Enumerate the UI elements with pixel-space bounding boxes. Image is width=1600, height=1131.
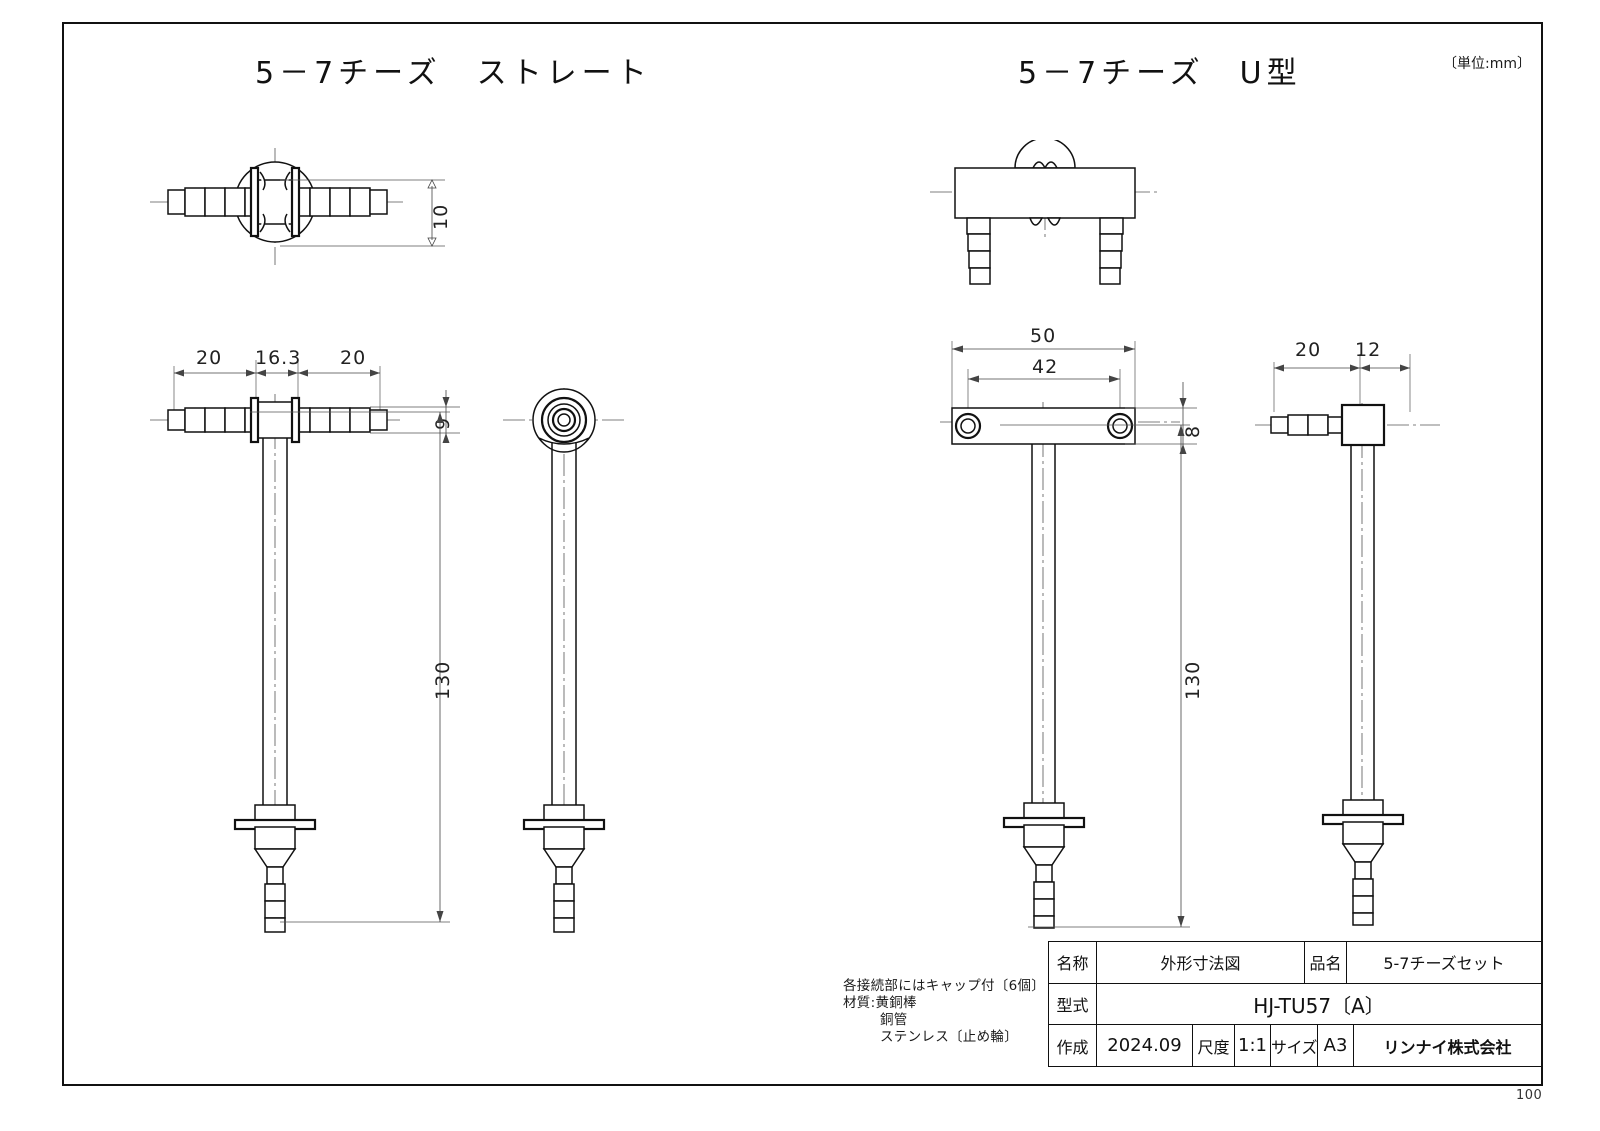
unit-note: 〔単位:mm〕: [1443, 56, 1531, 72]
right-front-view: [940, 402, 1180, 929]
dim-left-front-a: 20: [196, 347, 223, 369]
left-top-view: [150, 148, 405, 265]
dim-right-front-width: 50: [1030, 325, 1057, 347]
title-block: 名称 外形寸法図 品名 5-7チーズセット 型式 HJ-TU57〔A〕 作成 2…: [1048, 941, 1542, 1067]
right-view-title: 5－7チーズ U型: [1018, 56, 1302, 91]
note-line-1: 各接続部にはキャップ付〔6個〕: [843, 978, 1046, 994]
note-line-4: ステンレス〔止め輪〕: [880, 1029, 1018, 1045]
size-value: A3: [1318, 1025, 1355, 1067]
dim-right-front-hole-pitch: 42: [1032, 356, 1059, 378]
name-label: 名称: [1049, 942, 1097, 983]
left-view-title: 5－7チーズ ストレート: [255, 56, 652, 91]
left-front-view: [150, 394, 400, 933]
size-label: サイズ: [1271, 1025, 1319, 1067]
name-value: 外形寸法図: [1097, 942, 1305, 983]
title-block-row-model: 型式 HJ-TU57〔A〕: [1049, 983, 1541, 1026]
product-value: 5-7チーズセット: [1383, 954, 1505, 974]
scale-label: 尺度: [1193, 1025, 1235, 1067]
dim-left-top-height: 10: [430, 203, 452, 230]
model-label: 型式: [1049, 983, 1097, 1025]
created-value: 2024.09: [1097, 1025, 1193, 1067]
page-number: 100: [1516, 1088, 1543, 1103]
note-line-3: 銅管: [880, 1012, 908, 1028]
dim-left-front-c: 20: [340, 347, 367, 369]
model-value: HJ-TU57〔A〕: [1253, 993, 1385, 1018]
product-label: 品名: [1305, 942, 1347, 983]
drawing-frame: [62, 22, 1543, 1086]
dim-right-side-a: 20: [1295, 339, 1322, 361]
dim-left-front-length: 130: [432, 660, 454, 700]
right-top-view: [930, 140, 1160, 285]
note-line-2: 材質:黄銅棒: [843, 995, 917, 1011]
right-front-dim-130: [1000, 424, 1190, 928]
left-side-view: [503, 388, 625, 933]
title-block-row-name: 名称 外形寸法図 品名 5-7チーズセット: [1049, 942, 1541, 984]
right-side-view: [1255, 403, 1440, 926]
left-top-dim-10: [280, 179, 445, 247]
dim-left-front-b: 16.3: [255, 347, 302, 369]
dim-right-front-length: 130: [1182, 660, 1204, 700]
title-block-row-meta: 作成 2024.09 尺度 1:1 サイズ A3 リンナイ株式会社: [1049, 1025, 1541, 1067]
company-name: リンナイ株式会社: [1383, 1037, 1512, 1057]
left-front-dim-9: [370, 390, 460, 443]
scale-value: 1:1: [1235, 1025, 1271, 1067]
right-side-dim-chain: [1273, 354, 1411, 412]
left-front-dim-130: [250, 411, 450, 923]
dim-right-side-b: 12: [1355, 339, 1382, 361]
created-label: 作成: [1049, 1025, 1097, 1067]
right-front-dim-chain: [951, 341, 1136, 415]
